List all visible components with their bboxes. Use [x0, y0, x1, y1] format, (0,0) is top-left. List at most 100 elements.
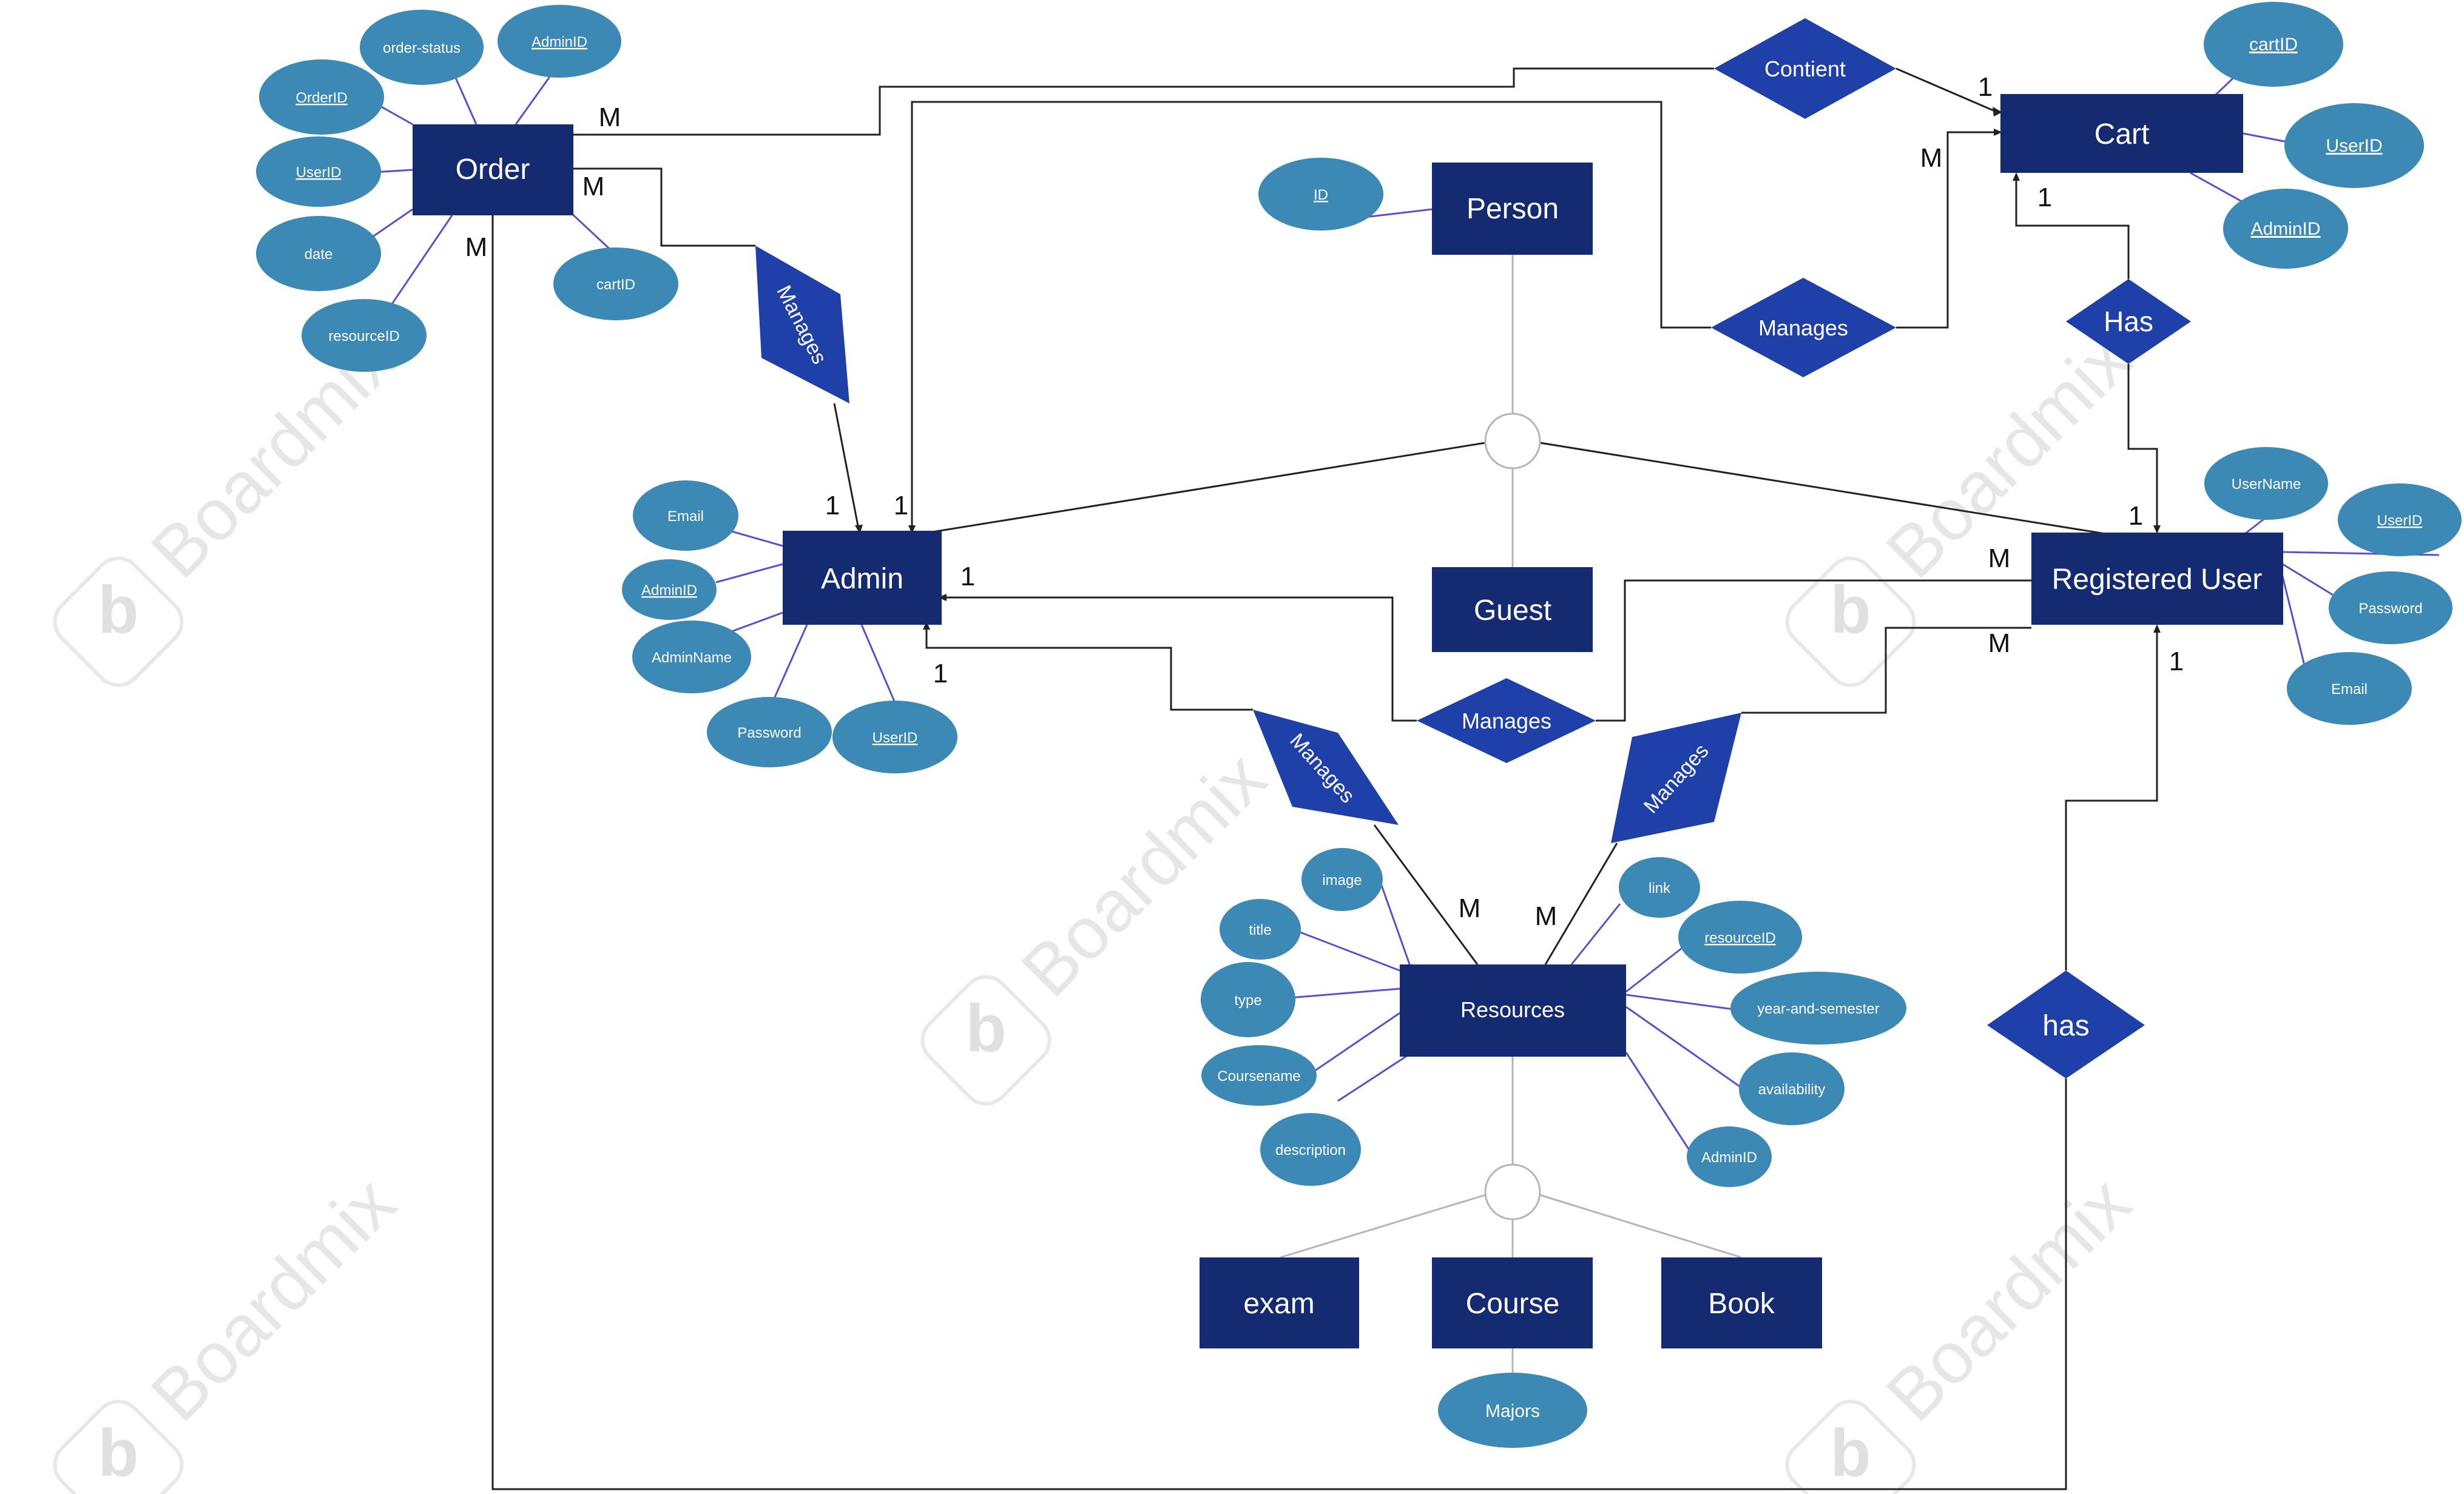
connector-lines — [491, 67, 2158, 1490]
entity-label: Order — [456, 153, 530, 186]
attribute-person-id[interactable]: ID — [1258, 158, 1383, 230]
attribute-label: year-and-semester — [1757, 1001, 1879, 1017]
attribute-res-year[interactable]: year-and-semester — [1730, 972, 1906, 1045]
attribute-label: UserID — [2377, 513, 2423, 529]
cardinality-label: 1 — [933, 659, 948, 688]
attribute-res-title[interactable]: title — [1220, 899, 1301, 960]
attribute-user-username[interactable]: UserName — [2204, 447, 2328, 520]
attribute-order-date[interactable]: date — [256, 216, 381, 291]
attribute-res-image[interactable]: image — [1301, 848, 1383, 911]
attribute-res-availability[interactable]: availability — [1739, 1052, 1845, 1125]
cardinality-label: 1 — [2037, 183, 2052, 212]
watermarks: b Boardmix b Boardmix b Boardmix b Board… — [53, 318, 2146, 1494]
entity-label: Admin — [821, 563, 903, 595]
attribute-res-resourceid[interactable]: resourceID — [1678, 901, 1802, 974]
watermark: b — [1785, 1399, 1916, 1494]
attribute-label: UserID — [2326, 136, 2382, 156]
entity-course[interactable]: Course — [1432, 1257, 1593, 1348]
attribute-user-password[interactable]: Password — [2329, 571, 2452, 644]
attribute-label: resourceID — [1704, 930, 1775, 946]
attribute-label: description — [1275, 1142, 1346, 1159]
entity-exam[interactable]: exam — [1200, 1257, 1359, 1348]
relationship-user-order[interactable]: has — [1987, 971, 2145, 1078]
entity-resources[interactable]: Resources — [1400, 964, 1626, 1057]
attribute-user-userid[interactable]: UserID — [2338, 483, 2462, 556]
svg-text:b: b — [1830, 573, 1871, 647]
attribute-label: cartID — [2249, 35, 2298, 55]
attribute-label: Password — [2358, 601, 2422, 617]
attribute-admin-password[interactable]: Password — [707, 697, 832, 767]
entity-cart[interactable]: Cart — [2000, 94, 2243, 173]
relationship-label: Manages — [1758, 315, 1848, 340]
svg-text:b: b — [965, 991, 1006, 1066]
entity-label: Registered User — [2052, 564, 2263, 596]
attribute-label: title — [1249, 922, 1271, 938]
watermark: b — [53, 1399, 184, 1494]
attribute-label: image — [1322, 872, 1362, 889]
relationship-admin-user[interactable]: Manages — [1417, 678, 1596, 763]
watermark: b — [53, 556, 184, 687]
attribute-res-coursename[interactable]: Coursename — [1201, 1045, 1317, 1106]
attribute-admin-name[interactable]: AdminName — [632, 621, 751, 693]
relationship-label: Contient — [1764, 56, 1846, 81]
attribute-order-orderid[interactable]: OrderID — [259, 59, 384, 135]
attribute-cart-userid[interactable]: UserID — [2284, 103, 2424, 188]
entity-label: Cart — [2094, 118, 2150, 150]
attribute-label: UserName — [2232, 476, 2301, 493]
watermark-text: Boardmix — [136, 1162, 411, 1436]
entity-label: exam — [1243, 1288, 1314, 1320]
relationship-label: Has — [2104, 306, 2153, 337]
attribute-label: resourceID — [328, 328, 399, 345]
relationship-contient[interactable]: Contient — [1714, 18, 1896, 119]
attribute-res-adminid[interactable]: AdminID — [1687, 1126, 1772, 1187]
relationship-cart-user[interactable]: Has — [2066, 279, 2191, 364]
attribute-order-resourceid[interactable]: resourceID — [302, 299, 427, 372]
attribute-label: link — [1649, 880, 1671, 897]
attribute-label: Coursename — [1217, 1068, 1300, 1085]
entity-registered-user[interactable]: Registered User — [2031, 533, 2283, 625]
attribute-lines — [363, 60, 2440, 1156]
attribute-label: ID — [1314, 187, 1328, 203]
relationship-order-admin[interactable]: Manages — [755, 246, 849, 403]
attribute-admin-adminid[interactable]: AdminID — [622, 559, 717, 620]
relationship-admin-cart[interactable]: Manages — [1711, 278, 1896, 377]
cardinality-label: M — [599, 103, 621, 132]
cardinality-label: 1 — [2128, 501, 2143, 531]
attribute-res-type[interactable]: type — [1201, 962, 1295, 1037]
attribute-order-cartid[interactable]: cartID — [553, 247, 678, 320]
entity-guest[interactable]: Guest — [1432, 567, 1593, 652]
attribute-label: Majors — [1485, 1401, 1540, 1421]
attribute-label: order-status — [383, 40, 461, 56]
attribute-label: UserID — [873, 730, 918, 746]
attribute-label: Email — [667, 508, 704, 525]
attribute-label: AdminID — [1701, 1149, 1757, 1166]
attribute-label: availability — [1758, 1082, 1826, 1098]
entity-label: Person — [1467, 193, 1559, 225]
attribute-label: type — [1234, 992, 1261, 1009]
attribute-res-description[interactable]: description — [1260, 1113, 1361, 1186]
attribute-order-adminid[interactable]: AdminID — [498, 5, 621, 78]
entity-order[interactable]: Order — [413, 124, 573, 215]
attribute-course-majors[interactable]: Majors — [1438, 1373, 1587, 1448]
attribute-cart-adminid[interactable]: AdminID — [2223, 189, 2348, 269]
relationship-label: Manages — [1462, 708, 1551, 733]
attribute-admin-userid[interactable]: UserID — [832, 701, 957, 773]
attribute-admin-email[interactable]: Email — [633, 480, 738, 551]
attribute-label: UserID — [296, 164, 342, 181]
attribute-cart-cartid[interactable]: cartID — [2204, 2, 2343, 87]
entity-label: Resources — [1460, 997, 1565, 1022]
arrowheads — [855, 107, 2161, 633]
attribute-user-email[interactable]: Email — [2287, 652, 2412, 725]
entity-person[interactable]: Person — [1432, 163, 1593, 255]
attribute-label: OrderID — [295, 90, 347, 106]
entity-admin[interactable]: Admin — [783, 531, 942, 625]
cardinality-label: M — [465, 232, 488, 262]
relationship-user-resources[interactable]: Manages — [1611, 713, 1741, 843]
attribute-order-userid[interactable]: UserID — [256, 136, 381, 207]
entity-book[interactable]: Book — [1661, 1257, 1822, 1348]
relationship-admin-resources[interactable]: Manages — [1253, 710, 1399, 825]
attribute-res-link[interactable]: link — [1619, 857, 1700, 918]
attribute-order-status[interactable]: order-status — [360, 10, 484, 85]
entity-label: Course — [1466, 1288, 1560, 1320]
